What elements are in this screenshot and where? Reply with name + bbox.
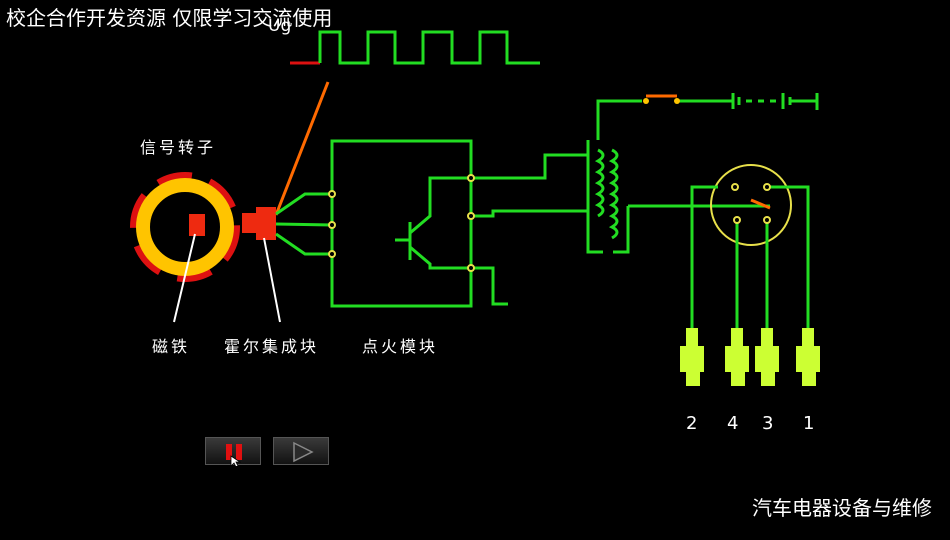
ignition-switch — [643, 94, 680, 104]
course-title: 汽车电器设备与维修 — [752, 496, 932, 520]
junction-dots — [328, 174, 771, 272]
play-button[interactable] — [273, 437, 329, 465]
cylinder-label-4: 4 — [727, 413, 739, 434]
cylinder-label-2: 2 — [686, 413, 698, 434]
spark-plug-3 — [755, 328, 779, 386]
magnet-label: 磁铁 — [152, 337, 191, 356]
signal-label: Ug — [268, 16, 292, 36]
distributor-rotor — [750, 198, 771, 210]
hall-ic-label: 霍尔集成块 — [224, 337, 320, 356]
signal-pointer-line — [274, 81, 330, 216]
spark-plug-4 — [725, 328, 749, 386]
play-icon — [293, 441, 314, 463]
ignition-coil — [594, 148, 619, 240]
hall-ic — [242, 207, 276, 240]
spark-plug-1 — [796, 328, 820, 386]
pause-button[interactable] — [205, 437, 261, 468]
magnet — [189, 214, 205, 236]
spark-plug-2 — [680, 328, 704, 386]
battery — [731, 93, 792, 109]
signal-rotor-label: 信号转子 — [140, 138, 217, 157]
signal-rotor — [130, 172, 240, 282]
hall-pointer-line — [263, 237, 281, 323]
cylinder-label-3: 3 — [762, 413, 774, 434]
spark-plugs — [680, 328, 820, 386]
hall-signal-waveform — [290, 30, 540, 65]
watermark-text: 校企合作开发资源 仅限学习交流使用 — [6, 6, 333, 30]
pause-icon — [226, 444, 242, 468]
cylinder-label-1: 1 — [803, 413, 815, 434]
magnet-pointer-line — [173, 233, 196, 323]
ignition-module-label: 点火模块 — [362, 337, 439, 356]
circuit-wires — [275, 93, 819, 328]
